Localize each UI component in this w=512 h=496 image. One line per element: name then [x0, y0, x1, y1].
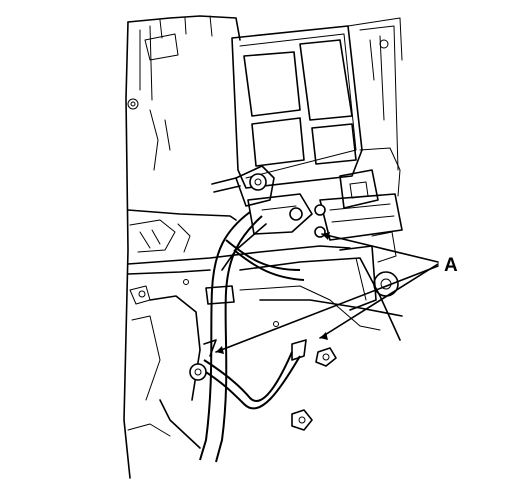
control-module [231, 17, 403, 189]
callout-label-a: A [444, 255, 458, 276]
callout-leaders [215, 232, 439, 354]
lower-frame [127, 245, 403, 449]
ground-strap [189, 339, 307, 410]
engine-block [123, 15, 241, 479]
bolts [291, 347, 337, 431]
battery-cable [199, 211, 305, 463]
bolt-upper [315, 347, 337, 367]
bolt-lower [291, 409, 313, 431]
right-components [319, 147, 403, 311]
ring-terminal-left [189, 363, 207, 381]
